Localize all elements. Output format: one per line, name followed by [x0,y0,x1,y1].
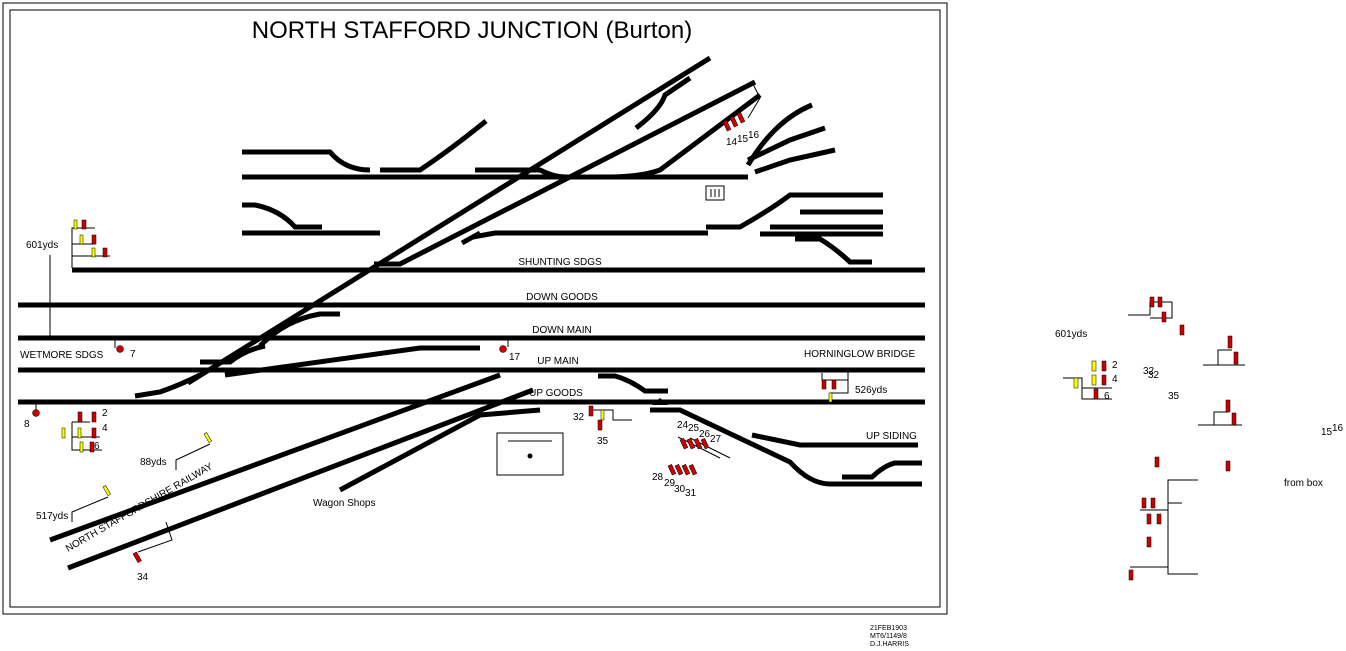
lever-27: 27 [710,434,722,445]
track-label-up-main: UP MAIN [537,356,579,367]
side-lever-16: 16 [1332,423,1344,434]
wagon-shop-box [496,432,564,476]
place-label-wagon-shops: Wagon Shops [313,498,375,509]
signal-group-14-16 [722,81,761,132]
track-label-down-main: DOWN MAIN [532,325,591,336]
lever-16: 16 [748,130,760,141]
main-lines [18,267,925,405]
lever-14: 14 [726,137,738,148]
distance-88: 88yds [140,457,167,468]
side-lever-2: 2 [1112,360,1118,371]
outer-frame [2,2,948,615]
lever-7: 7 [130,349,136,360]
footer-author: D.J.HARRIS [870,641,909,648]
track-label-up-siding: UP SIDING [866,431,917,442]
ground-signals [32,338,509,417]
distance-601: 601yds [26,240,58,251]
lever-34: 34 [137,572,149,583]
lever-17: 17 [509,352,521,363]
signal-group-526 [821,370,849,403]
footer-date: 21FEB1903 [870,625,907,632]
signal-group-246 [61,411,102,453]
nsr-distant-signals [71,432,212,564]
points-marker [652,398,668,405]
lever-35: 35 [597,436,609,447]
side-distance-601: 601yds [1055,329,1087,340]
side-lever-4: 4 [1112,374,1118,385]
lever-30: 30 [674,484,686,495]
lever-2: 2 [102,408,108,419]
side-lever-35: 35 [1168,391,1180,402]
footer-ref: MT6/1149/8 [870,633,907,640]
diagonal-lines [49,55,922,571]
side-from-box: from box [1284,478,1323,489]
side-panel [1063,296,1245,581]
lever-29: 29 [664,478,676,489]
track-label-up-goods: UP GOODS [529,388,583,399]
place-label-horninglow: HORNINGLOW BRIDGE [804,349,915,360]
side-lever-15: 15 [1321,427,1333,438]
signal-group-32-35 [588,405,632,431]
lever-4: 4 [102,423,108,434]
lever-15: 15 [737,134,749,145]
lever-31: 31 [685,488,697,499]
diagram-title: NORTH STAFFORD JUNCTION (Burton) [252,17,692,44]
side-lever-32a: 32 [1143,366,1155,377]
lever-6: 6 [94,441,100,452]
upper-sidings [242,75,883,265]
lever-25: 25 [688,423,700,434]
lever-32: 32 [573,412,585,423]
side-lever-6: 6 [1104,391,1110,402]
lever-28: 28 [652,472,664,483]
distance-526: 526yds [855,385,887,396]
distance-517: 517yds [36,511,68,522]
lever-8: 8 [24,419,30,430]
place-label-wetmore: WETMORE SDGS [20,350,104,361]
inner-frame [9,9,941,608]
side-lever-32b: 32 [1148,370,1160,381]
signal-group-24-31 [667,436,731,476]
track-label-down-goods: DOWN GOODS [526,292,598,303]
lever-24: 24 [677,420,689,431]
track-label-shunting: SHUNTING SDGS [518,257,602,268]
ground-frame-icon [705,185,725,201]
signal-group-601 [49,219,110,338]
lever-26: 26 [699,429,711,440]
